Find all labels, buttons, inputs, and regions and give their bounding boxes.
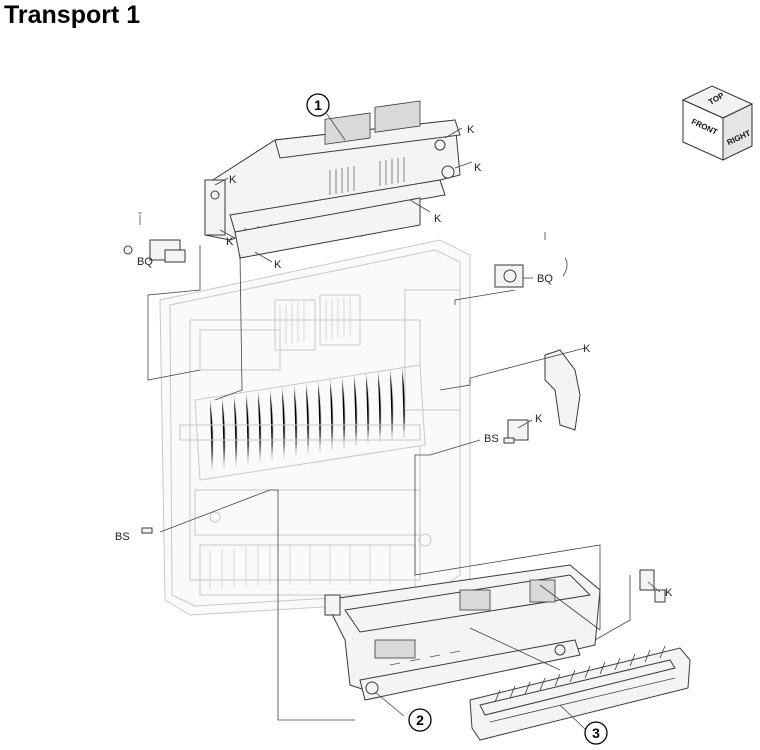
label-k-9: K xyxy=(665,587,673,599)
bq-bracket-left xyxy=(123,212,186,263)
k-bracket-lower-right xyxy=(639,569,666,603)
label-k-7: K xyxy=(583,343,591,355)
label-bq-left: BQ xyxy=(137,256,153,268)
callout-2-number: 2 xyxy=(416,712,424,728)
label-k-2: K xyxy=(474,162,482,174)
label-k-6: K xyxy=(274,259,282,271)
callout-1-number: 1 xyxy=(314,97,322,113)
bq-bracket-right xyxy=(494,232,568,288)
ghost-frame-assembly xyxy=(159,239,471,616)
callout-3: 3 xyxy=(584,721,608,745)
label-bq-right: BQ xyxy=(537,273,553,285)
right-side-bracket xyxy=(507,349,581,441)
orientation-cube: TOP FRONT RIGHT xyxy=(681,85,754,161)
part-3-roller-assembly xyxy=(469,645,691,741)
bs-screw-left xyxy=(141,527,153,534)
leader-lines xyxy=(147,113,661,731)
label-k-5: K xyxy=(226,236,234,248)
label-k-4: K xyxy=(434,213,442,225)
bs-screw-right xyxy=(503,437,515,444)
label-k-1: K xyxy=(467,124,475,136)
page-title: Transport 1 xyxy=(4,1,141,29)
part-2-lower-transport xyxy=(324,564,601,701)
label-bs-left: BS xyxy=(115,531,130,543)
callout-2: 2 xyxy=(408,708,432,732)
label-k-3: K xyxy=(229,174,237,186)
label-k-8: K xyxy=(535,413,543,425)
part-1-upper-transport xyxy=(204,100,461,259)
callout-1: 1 xyxy=(306,93,330,117)
callout-3-number: 3 xyxy=(592,725,600,741)
label-bs-right: BS xyxy=(484,433,499,445)
